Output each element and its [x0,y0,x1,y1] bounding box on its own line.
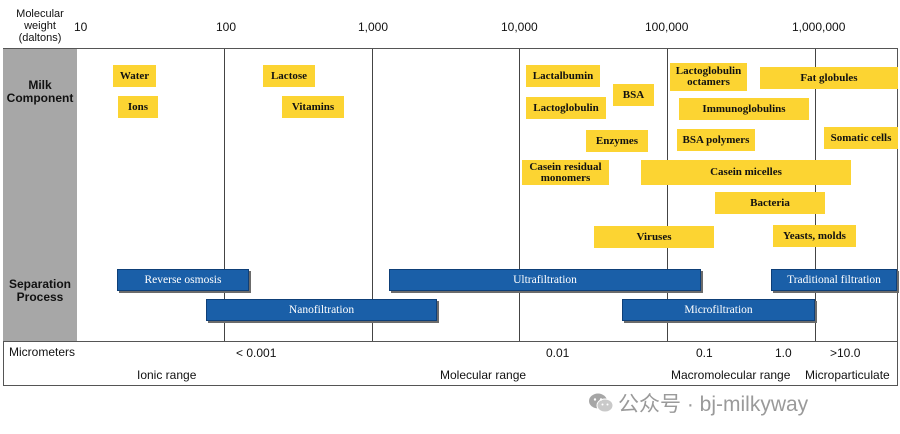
range-molecular: Molecular range [440,368,527,382]
component-enzymes: Enzymes [586,130,648,152]
component-vitamins: Vitamins [282,96,344,118]
header-divider [3,48,898,49]
component-casein-micelles: Casein micelles [641,160,851,185]
header-band [3,4,898,48]
micrometer-value-10: >10.0 [830,346,861,360]
wechat-icon [588,392,614,414]
tick-10000: 10,000 [501,20,538,34]
component-bsa: BSA [613,84,654,106]
gridline-10000 [519,49,520,341]
milk-component-label: Milk Component [6,78,74,105]
component-immunoglobulins: Immunoglobulins [679,98,809,120]
tick-1000: 1,000 [358,20,389,34]
gridline-100000 [667,49,668,341]
component-lactoglobulin-octamers: Lactoglobulin octamers [670,63,747,91]
gridline-100 [224,49,225,341]
range-microparticulate: Microparticulate [805,368,890,382]
range-macromolecular: Macromolecular range [671,368,791,382]
component-yeasts-molds: Yeasts, molds [773,225,856,247]
process-traditional-filtration: Traditional filtration [771,269,897,291]
molecular-weight-label: Molecular weight (daltons) [16,8,64,44]
component-bacteria: Bacteria [715,192,825,214]
process-nanofiltration: Nanofiltration [206,299,437,321]
sidebar-band [3,49,77,341]
component-viruses: Viruses [594,226,714,248]
process-ultrafiltration: Ultrafiltration [389,269,701,291]
bottom-divider [3,341,898,342]
component-casein-residual-monomers: Casein residual monomers [522,160,609,185]
gridline-1000 [372,49,373,341]
micrometer-value-001: 0.01 [546,346,570,360]
process-microfiltration: Microfiltration [622,299,815,321]
range-ionic: Ionic range [137,368,197,382]
tick-100000: 100,000 [645,20,689,34]
component-water: Water [113,65,156,87]
component-lactalbumin: Lactalbumin [526,65,600,87]
micrometers-label: Micrometers [9,345,76,359]
process-reverse-osmosis: Reverse osmosis [117,269,249,291]
micrometer-value-1: 1.0 [775,346,792,360]
separation-process-label: Separation Process [8,277,71,304]
watermark: 公众号 · bj-milkyway [588,388,808,418]
micrometer-value-0001: < 0.001 [236,346,277,360]
micrometer-value-01: 0.1 [696,346,713,360]
component-lactose: Lactose [263,65,315,87]
tick-1000000: 1,000,000 [792,20,846,34]
watermark-text: 公众号 · bj-milkyway [618,393,809,416]
component-bsa-polymers: BSA polymers [677,129,755,151]
component-somatic-cells: Somatic cells [824,127,898,149]
tick-100: 100 [216,20,237,34]
component-fat-globules: Fat globules [760,67,898,89]
tick-10: 10 [74,20,88,34]
component-lactoglobulin: Lactoglobulin [526,97,606,119]
component-ions: Ions [118,96,158,118]
